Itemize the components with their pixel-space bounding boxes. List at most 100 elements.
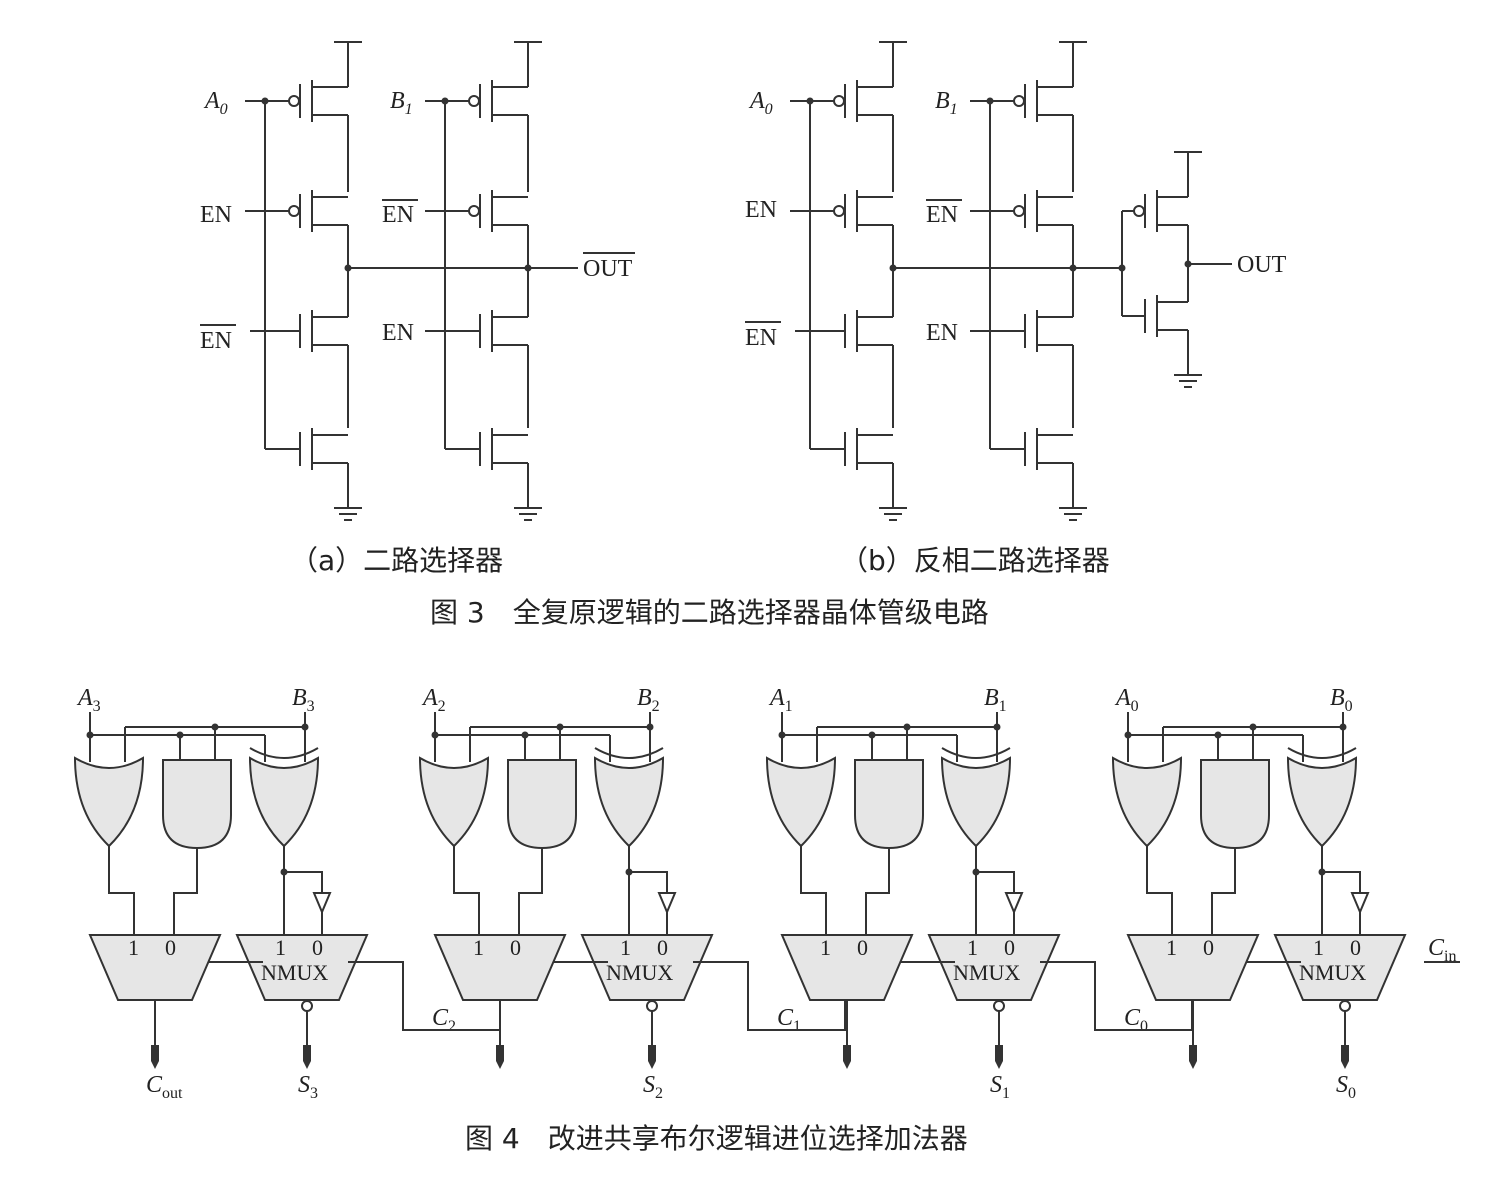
junction-dot (441, 97, 449, 105)
vdd-symbol (514, 41, 542, 60)
input-a-label: A1 (768, 685, 793, 715)
junction-dot (986, 97, 994, 105)
gate-body (1200, 759, 1270, 850)
nmos-transistor (479, 428, 493, 470)
gate-body (162, 759, 232, 850)
wire (1146, 846, 1173, 935)
or-gate (1111, 756, 1183, 848)
nmos-transistor (1024, 310, 1038, 352)
sum-output-label: S3 (298, 1072, 318, 1102)
pmos-transistor (1013, 190, 1038, 232)
mux-body (780, 934, 914, 1001)
gate-body (73, 756, 145, 848)
input-a-label: A3 (76, 685, 101, 715)
wire (284, 871, 323, 893)
label-b1-b: B1 (935, 88, 958, 118)
label-en-a2: EN (382, 320, 414, 346)
inversion-bubble (468, 205, 480, 217)
wire (1322, 871, 1361, 893)
junction-dot (261, 97, 269, 105)
mux-input-1-label: 1 (820, 935, 831, 960)
inversion-bubble (1013, 205, 1025, 217)
junction-dot (806, 97, 814, 105)
mux-input-0-label: 0 (1350, 935, 1361, 960)
input-a-label: A0 (1114, 685, 1139, 715)
mux-input-1-label: 1 (275, 935, 286, 960)
xor-arc (594, 747, 664, 759)
output-pin (995, 1045, 1003, 1069)
and-gate (507, 759, 577, 850)
label-en-b1: EN (745, 197, 777, 223)
mux-input-1-label: 1 (967, 935, 978, 960)
label-a0-b: A0 (748, 88, 773, 118)
label-out: OUT (1237, 252, 1287, 278)
vdd-symbol (334, 41, 362, 60)
ground-symbol (514, 498, 542, 521)
wire (453, 846, 480, 935)
junction-dot (1184, 260, 1192, 268)
gate-body (854, 759, 924, 850)
pmos-transistor (1013, 80, 1038, 122)
label-en-b2: EN (926, 320, 958, 346)
wire (108, 846, 135, 935)
nmos-transistor (844, 310, 858, 352)
select-bubble (301, 1000, 313, 1012)
nmos-transistor (299, 310, 313, 352)
inverter-triangle (1350, 892, 1370, 915)
xor-arc (249, 747, 319, 759)
ground-symbol (879, 498, 907, 521)
pmos-transistor (288, 190, 313, 232)
figure-3-caption: 图 3 全复原逻辑的二路选择器晶体管级电路 (430, 596, 989, 629)
label-enbar-b1: EN (926, 202, 958, 228)
junction-dot (889, 264, 897, 272)
inversion-bubble (468, 95, 480, 107)
figure-4-caption: 图 4 改进共享布尔逻辑进位选择加法器 (465, 1122, 968, 1155)
label-en-a1: EN (200, 202, 232, 228)
carry-chain-wire (1040, 961, 1193, 1031)
mux-input-1-label: 1 (1313, 935, 1324, 960)
label-b1-a: B1 (390, 88, 413, 118)
pmos-transistor (468, 190, 493, 232)
ground-symbol (334, 498, 362, 521)
output-pin (151, 1045, 159, 1069)
pmos-transistor (833, 80, 858, 122)
gate-body (1286, 756, 1358, 848)
xor-arc (941, 747, 1011, 759)
xnor-gate (1286, 747, 1358, 848)
pmos-transistor (288, 80, 313, 122)
junction-dot (344, 264, 352, 272)
wire (865, 848, 890, 935)
nmux-label: NMUX (1299, 960, 1366, 985)
input-b-label: B0 (1330, 685, 1353, 715)
mux-input-1-label: 1 (128, 935, 139, 960)
sum-output-label: S2 (643, 1072, 663, 1102)
mux-input-0-label: 0 (1004, 935, 1015, 960)
inverting-two-way-selector-circuit (790, 41, 1232, 521)
wire (1211, 848, 1236, 935)
gate-body (765, 756, 837, 848)
xnor-gate (248, 747, 320, 848)
gate-body (507, 759, 577, 850)
nmux-label: NMUX (606, 960, 673, 985)
mux-body (1126, 934, 1260, 1001)
input-b-label: B1 (984, 685, 1007, 715)
nmux-label: NMUX (261, 960, 328, 985)
output-pin (496, 1045, 504, 1069)
output-pin (843, 1045, 851, 1069)
vdd-symbol (1059, 41, 1087, 60)
sum-output-label: S0 (1336, 1072, 1356, 1102)
inversion-bubble (833, 95, 845, 107)
select-bubble (646, 1000, 658, 1012)
output-pin (1341, 1045, 1349, 1069)
mux-input-0-label: 0 (312, 935, 323, 960)
output-inverter (1121, 151, 1232, 388)
sum-output-label: S1 (990, 1072, 1010, 1102)
carry-label: C2 (432, 1005, 456, 1035)
